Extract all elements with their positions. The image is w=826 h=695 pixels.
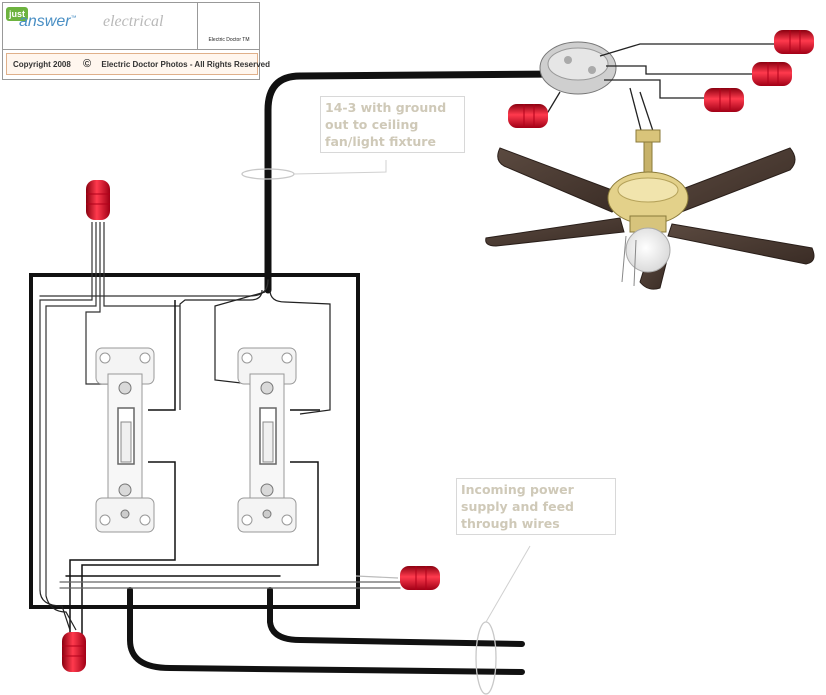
fan-blade-right [663,147,796,215]
wire-nut-fan-4 [508,104,548,128]
fan-callout-line-1: 14-3 with ground [325,100,447,115]
black-cable-to-fan [39,70,564,297]
wire-nut-right-power [400,566,440,590]
fan-blade-left [497,147,629,213]
copyright-symbol: © [83,58,92,70]
switch-2-wires [81,409,320,640]
answer-wordmark: answer™ [19,13,77,31]
wire-nut-fan-1 [774,30,814,54]
wire-nut-fan-3 [704,88,744,112]
pull-chain-2 [633,239,637,287]
copyright-text: Electric Doctor Photos - All Rights Rese… [101,60,271,69]
power-callout-line-2: supply and feed [461,499,574,514]
copyright-year: Copyright 2008 [13,60,71,69]
power-cable-clamp [475,621,497,695]
switch-1 [95,347,155,533]
switch-box [29,273,360,609]
switch-2 [237,347,297,533]
right-power-nut-lead [355,575,399,579]
electrical-wordmark: electrical [103,13,164,30]
fan-callout-leader [293,160,387,175]
power-feed-callout: Incoming power supply and feed through w… [456,478,616,535]
power-callout-line-1: Incoming power [461,482,574,497]
top-left-bundle [39,222,180,596]
fan-callout-line-2: out to ceiling [325,117,419,132]
fan-callout-line-3: fan/light fixture [325,134,436,149]
ceiling-fan [485,129,815,290]
fan-light-globe [625,227,671,273]
trademark: ™ [70,15,77,22]
fan-blade-far-right [667,223,815,265]
power-callout-leader [485,545,531,623]
pull-chain-1 [621,235,627,283]
fan-cable-thin-wires [179,289,331,415]
doctor-caption: Electric Doctor TM [208,37,250,43]
fan-cable-callout: 14-3 with ground out to ceiling fan/ligh… [320,96,465,153]
answer-text: answer [19,13,71,30]
switch-1-wires [69,300,176,640]
wire-nut-fan-2 [752,62,792,86]
ceiling-junction-box [539,41,617,95]
doctor-logo-box: Electric Doctor TM [197,3,260,49]
just-badge: just [6,7,28,21]
logo-top: just answer™ electrical Electric Doctor … [3,3,259,50]
bottom-left-leads [39,589,77,631]
logo-banner: just answer™ electrical Electric Doctor … [2,2,270,80]
wire-nut-top-left [86,180,110,220]
copyright-bar: Copyright 2008 © Electric Doctor Photos … [6,53,270,75]
wire-nut-bottom-left [62,632,86,672]
incoming-power-cable [59,575,525,675]
fan-blade-far-left [485,217,625,247]
power-callout-line-3: through wires [461,516,560,531]
